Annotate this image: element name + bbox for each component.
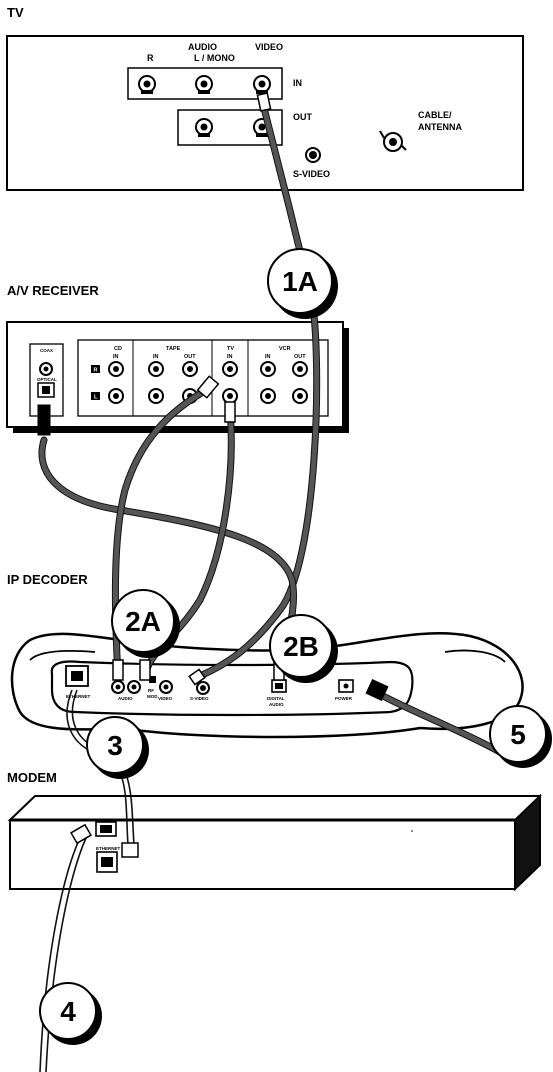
decoder-digital-label: DIGITAL <box>267 696 285 701</box>
receiver-tape-in-l-jack[interactable] <box>148 388 164 404</box>
decoder-audio-r-jack[interactable] <box>111 680 125 694</box>
decoder-audio-label: AUDIO <box>118 696 133 701</box>
callout-2a: 2A <box>111 589 180 658</box>
receiver-cd-label: CD <box>114 346 122 352</box>
receiver-l-label: L <box>94 395 98 401</box>
tv-in-label: IN <box>293 78 302 88</box>
modem-body: ETHERNET <box>7 793 542 892</box>
cable-power <box>365 678 504 756</box>
callout-1a: 1A <box>267 248 338 319</box>
decoder-digital-audio-port[interactable] <box>271 679 287 693</box>
receiver-optical-label: OPTICAL <box>37 377 57 382</box>
decoder-power-jack[interactable] <box>338 679 354 693</box>
receiver-vcr-out-label: OUT <box>294 354 306 360</box>
receiver-tv-in-r-jack[interactable] <box>222 361 238 377</box>
decoder-power-label: POWER <box>335 696 353 701</box>
callout-2a-label: 2A <box>125 606 161 637</box>
receiver-r-tag <box>91 365 100 373</box>
receiver-tv-in-l-jack[interactable] <box>222 388 238 404</box>
modem-line-port[interactable] <box>95 821 117 837</box>
callout-4-label: 4 <box>60 996 76 1027</box>
receiver-cd-in-label: IN <box>113 354 119 360</box>
tv-panel: AUDIO R L / MONO VIDEO IN OUT S-VIDEO CA… <box>6 35 524 191</box>
receiver-analog-box <box>77 339 329 417</box>
receiver-vcr-out-l-jack[interactable] <box>292 388 308 404</box>
decoder-mod-label: MOD <box>147 694 158 699</box>
receiver-tape-out-label: OUT <box>184 354 196 360</box>
receiver-tape-label: TAPE <box>166 346 181 352</box>
receiver-cd-in-r-jack[interactable] <box>108 361 124 377</box>
section-title-receiver: A/V RECEIVER <box>7 283 99 298</box>
receiver-optical-jack[interactable] <box>37 382 55 398</box>
decoder-video-jack[interactable] <box>159 680 173 694</box>
tv-audio-out-jack[interactable] <box>195 118 213 137</box>
decoder-svideo-jack[interactable] <box>196 681 210 695</box>
receiver-vcr-out-r-jack[interactable] <box>292 361 308 377</box>
tv-l-mono-label: L / MONO <box>194 53 235 63</box>
receiver-vcr-in-r-jack[interactable] <box>260 361 276 377</box>
tv-cable-label: CABLE/ <box>418 110 452 120</box>
receiver-cd-in-l-jack[interactable] <box>108 388 124 404</box>
callout-3-label: 3 <box>107 730 123 761</box>
tv-audio-l-in-jack[interactable] <box>195 75 213 94</box>
tv-out-label: OUT <box>293 112 313 122</box>
receiver-vcr-in-l-jack[interactable] <box>260 388 276 404</box>
decoder-digital-audio-label: AUDIO <box>269 702 284 707</box>
tv-svideo-jack[interactable] <box>305 147 321 163</box>
modem-ethernet-port[interactable] <box>96 851 118 873</box>
receiver-vcr-in-label: IN <box>265 354 271 360</box>
callout-5-label: 5 <box>510 719 526 750</box>
tv-audio-label: AUDIO <box>188 42 217 52</box>
receiver-digital-box <box>29 343 64 417</box>
receiver-coax-jack[interactable] <box>39 362 53 376</box>
receiver-vcr-label: VCR <box>279 346 291 352</box>
tv-svideo-label: S-VIDEO <box>293 169 330 179</box>
receiver-coax-label: COAX <box>40 348 53 353</box>
receiver-r-label: R <box>94 368 98 374</box>
decoder-video-label: VIDEO <box>158 696 173 701</box>
decoder-svideo-label: S-VIDEO <box>190 696 209 701</box>
callout-3: 3 <box>86 716 149 779</box>
callout-1a-label: 1A <box>282 266 318 297</box>
receiver-tv-label: TV <box>227 346 234 352</box>
tv-video-in-jack[interactable] <box>253 75 271 94</box>
decoder-rf-mod-jack[interactable] <box>149 676 156 683</box>
decoder-rf-label: RF <box>148 688 154 693</box>
cable-1a <box>188 92 321 686</box>
tv-cable-antenna-jack[interactable] <box>379 130 407 152</box>
tv-video-label: VIDEO <box>255 42 283 52</box>
callout-4: 4 <box>39 982 102 1045</box>
receiver-tape-in-label: IN <box>153 354 159 360</box>
receiver-l-tag <box>91 392 100 400</box>
av-receiver-panel: R L COAX OPTICAL CD IN TAPE IN OUT TV IN… <box>6 321 349 433</box>
callout-2b-label: 2B <box>283 631 319 662</box>
section-title-modem: MODEM <box>7 770 57 785</box>
decoder-ethernet-label: ETHERNET <box>66 694 91 699</box>
decoder-audio-l-jack[interactable] <box>127 680 141 694</box>
receiver-tv-in-label: IN <box>227 354 233 360</box>
callout-2b: 2B <box>269 614 338 683</box>
modem-ethernet-label: ETHERNET <box>96 846 121 851</box>
ip-decoder-body: ETHERNET AUDIO RF MOD VIDEO S-VIDEO DIGI… <box>10 632 524 739</box>
tv-antenna-label: ANTENNA <box>418 122 462 132</box>
callout-5: 5 <box>489 705 552 768</box>
section-title-decoder: IP DECODER <box>7 572 88 587</box>
tv-audio-r-in-jack[interactable] <box>138 75 156 94</box>
section-title-tv: TV <box>7 5 24 20</box>
receiver-tape-out-r-jack[interactable] <box>182 361 198 377</box>
receiver-tape-in-r-jack[interactable] <box>148 361 164 377</box>
tv-r-label: R <box>147 53 154 63</box>
decoder-ethernet-port[interactable] <box>65 665 89 687</box>
